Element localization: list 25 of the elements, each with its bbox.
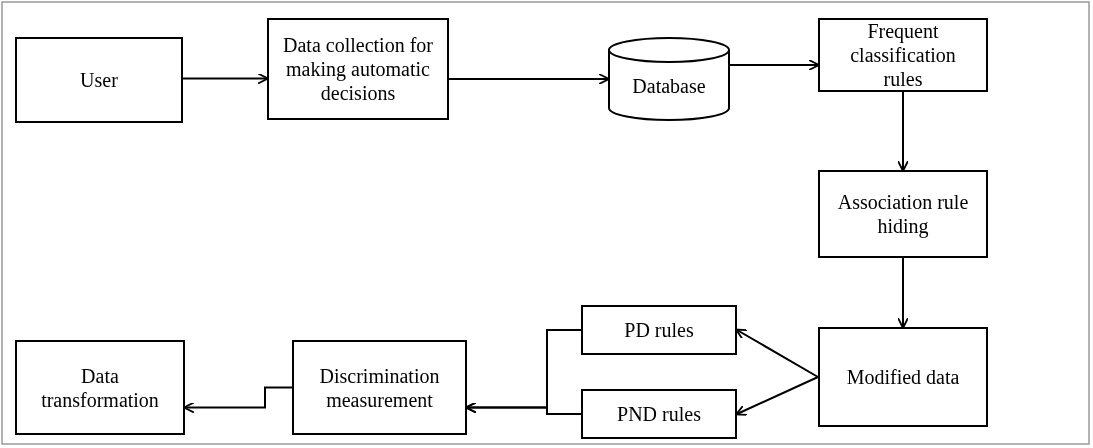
node-label: Data collection for making automatic decisions — [283, 33, 433, 105]
node-label: Frequent classification rules — [849, 19, 957, 91]
database-cylinder — [608, 38, 730, 120]
node-label: PND rules — [617, 402, 701, 426]
process-box — [818, 170, 988, 258]
node-label: Association rule hiding — [836, 190, 970, 238]
process-box — [15, 340, 185, 435]
process-box — [15, 37, 183, 123]
node-label: PD rules — [624, 318, 694, 342]
node-label: Modified data — [846, 365, 960, 389]
arrow — [729, 59, 820, 71]
arrow — [897, 91, 909, 172]
process-box — [581, 389, 737, 439]
node-label: Data transformation — [40, 363, 160, 412]
arrow — [448, 73, 610, 85]
process-box — [581, 305, 737, 355]
node-label: Database — [632, 74, 706, 98]
arrow — [897, 257, 909, 329]
process-box — [818, 18, 988, 92]
process-box — [267, 18, 449, 120]
arrow — [182, 72, 269, 85]
process-box — [818, 327, 988, 427]
node-label: User — [80, 68, 118, 92]
node-label: Discrimination measurement — [318, 363, 441, 412]
process-box — [292, 340, 467, 435]
